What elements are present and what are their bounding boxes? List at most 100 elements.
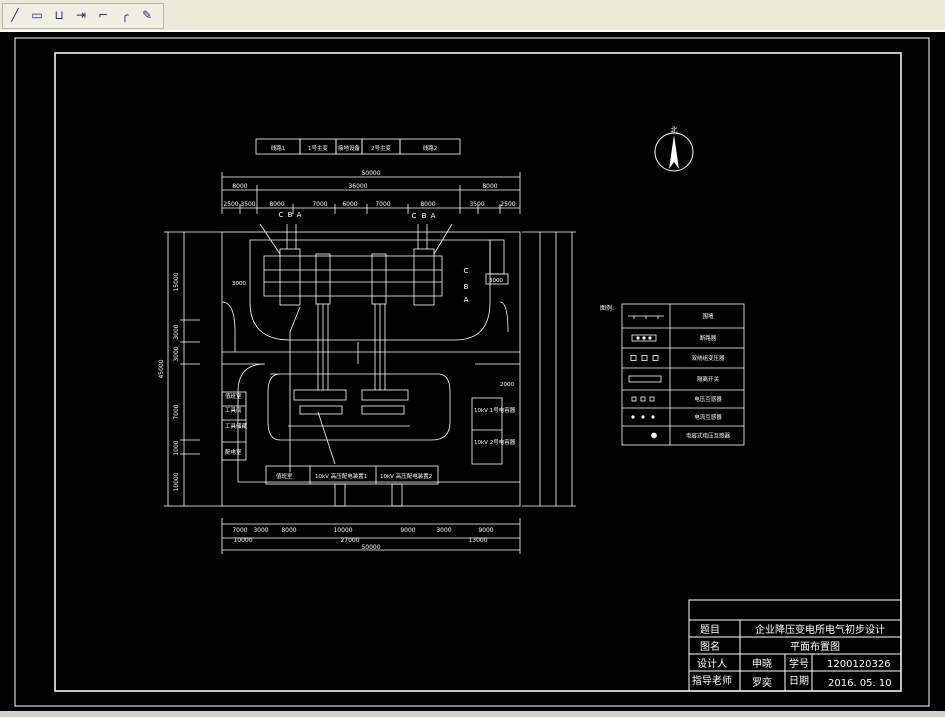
tb-drawing-label: 图名: [700, 640, 720, 653]
bottom-room-0: 值班室: [276, 472, 293, 480]
dim-bot-r1-6: 9000: [478, 527, 493, 534]
phase-right-c: C: [412, 212, 417, 220]
legend-symbol-insulator-icon: [630, 355, 659, 361]
legend-label: 隔离开关: [697, 375, 720, 383]
tb-id-value: 1200120326: [827, 659, 891, 670]
right-box: 3000: [489, 278, 503, 284]
tb-date-label: 日期: [789, 675, 809, 687]
bottom-room-2: 10kV 高压配电装置2: [380, 472, 432, 480]
legend-symbol-fence-icon: [628, 315, 664, 319]
tb-topic-label: 题目: [700, 624, 720, 636]
legend-symbol-ct-icon: [631, 415, 655, 419]
dim-2000: 2000: [500, 382, 514, 388]
tb-id-label: 学号: [789, 657, 809, 670]
dim-left-0: 15000: [173, 272, 180, 291]
tb-date-value: 2016. 05. 10: [828, 678, 892, 689]
rectangle-icon[interactable]: ▭: [31, 8, 43, 22]
room-2: 工具储藏: [225, 422, 248, 430]
top-table-label: 2号主变: [371, 144, 391, 152]
dim-top-r2-2: 8000: [269, 201, 284, 208]
dim-top-r1-2: 8000: [482, 183, 497, 190]
dim-top-r1-0: 8000: [232, 183, 247, 190]
top-table-label: 接地设备: [338, 144, 361, 152]
legend-label: 电容式电压互感器: [686, 432, 731, 440]
phase-left-c: C: [279, 211, 284, 219]
legend-symbol-breaker-icon: [631, 334, 657, 342]
draw-toolbar-group: ╱ ▭ ⊔ ⇥ ⌐ ╭ ✎: [2, 3, 164, 29]
dim-left-1: 3000: [173, 324, 180, 339]
room-0: 值班室: [225, 392, 242, 400]
line-icon[interactable]: ╱: [11, 8, 19, 22]
tb-teacher-label: 指导老师: [692, 674, 732, 687]
busbar-a: A: [464, 296, 469, 304]
outer-frame: [14, 37, 930, 707]
phase-left-a: A: [297, 211, 302, 219]
plan-text: 3000 值班室 工具间 工具储藏 配电室 值班室 10kV 高压配电装置1 1…: [225, 278, 516, 480]
dim-bot-r1-4: 9000: [400, 527, 415, 534]
dim-left-6: 45000: [158, 359, 165, 378]
right-dimensions: [522, 231, 576, 507]
room-3: 配电室: [225, 448, 242, 456]
top-dimensions: [221, 172, 521, 214]
dim-bot-r2-2: 13000: [468, 537, 487, 544]
open-rectangle-icon[interactable]: ⊔: [54, 8, 64, 22]
dim-top-r1-1: 36000: [348, 183, 367, 190]
dim-top-r2-0: 2500: [223, 201, 238, 208]
dim-left-5: 10000: [173, 472, 180, 491]
bottom-dimensions: [221, 518, 521, 554]
legend-symbol-vt-icon: [631, 396, 655, 402]
cad-toolbar: ╱ ▭ ⊔ ⇥ ⌐ ╭ ✎: [0, 0, 945, 31]
dim-top-r2-6: 8000: [420, 201, 435, 208]
dim-top-r2-4: 6000: [342, 201, 357, 208]
room-1: 工具间: [225, 406, 242, 414]
tb-teacher-value: 罗奕: [752, 676, 772, 689]
arc-icon[interactable]: ⌐: [97, 8, 109, 22]
legend-frame: [621, 303, 745, 446]
dim-bot-r2-0: 10000: [233, 537, 252, 544]
right-room-1: 10kV 2号电容器: [474, 438, 516, 446]
dim-bot-r1-2: 8000: [281, 527, 296, 534]
dim-top-r2-8: 2500: [500, 201, 515, 208]
legend-label: 围墙: [702, 312, 714, 320]
title-block: 题目 企业降压变电所电气初步设计 图名 平面布置图 设计人 申晓 学号 1200…: [688, 599, 902, 692]
dim-bot-r2-1: 27000: [340, 537, 359, 544]
left-dimensions: [164, 231, 222, 507]
legend-symbol-arrester-icon: [651, 432, 657, 439]
pencil-icon[interactable]: ✎: [141, 8, 153, 22]
dim-bot-r1-0: 7000: [232, 527, 247, 534]
legend-title: 图例:: [600, 304, 614, 312]
dim-top-r2-3: 7000: [312, 201, 327, 208]
north-label: 北: [671, 126, 678, 134]
phase-right-a: A: [431, 212, 436, 220]
tb-drawing-value: 平面布置图: [790, 641, 840, 653]
legend-symbol-switch-icon: [628, 375, 662, 383]
move-icon[interactable]: ⇥: [75, 8, 87, 22]
phase-left-b: B: [288, 211, 293, 219]
phase-labels: C B A C B A C B A: [279, 211, 469, 304]
dim-top-r2-5: 7000: [375, 201, 390, 208]
dim-bot-r1-5: 3000: [436, 527, 451, 534]
dim-bot-total: 50000: [361, 544, 380, 551]
top-table-cell: [399, 138, 461, 155]
dim-left-2: 3000: [173, 346, 180, 361]
bottom-dim-text: 7000 3000 8000 10000 9000 3000 9000 1000…: [232, 527, 493, 551]
busbar-c: C: [464, 267, 469, 275]
small-dim: 3000: [232, 281, 246, 287]
right-room-0: 10kV 1号电容器: [474, 406, 516, 414]
fence: [221, 231, 521, 507]
top-table-label: 1号主变: [308, 144, 328, 152]
top-table-label: 线路1: [271, 144, 286, 152]
dim-bot-r1-1: 3000: [253, 527, 268, 534]
tb-designer-value: 申晓: [752, 657, 772, 670]
north-arrow: 北: [654, 126, 694, 172]
curve-icon[interactable]: ╭: [121, 8, 129, 22]
tb-topic-value: 企业降压变电所电气初步设计: [755, 623, 885, 636]
dim-top-r2-1: 3500: [240, 201, 255, 208]
status-strip: [0, 711, 945, 715]
substation-plan: [221, 223, 521, 507]
busbar-b: B: [464, 283, 469, 291]
